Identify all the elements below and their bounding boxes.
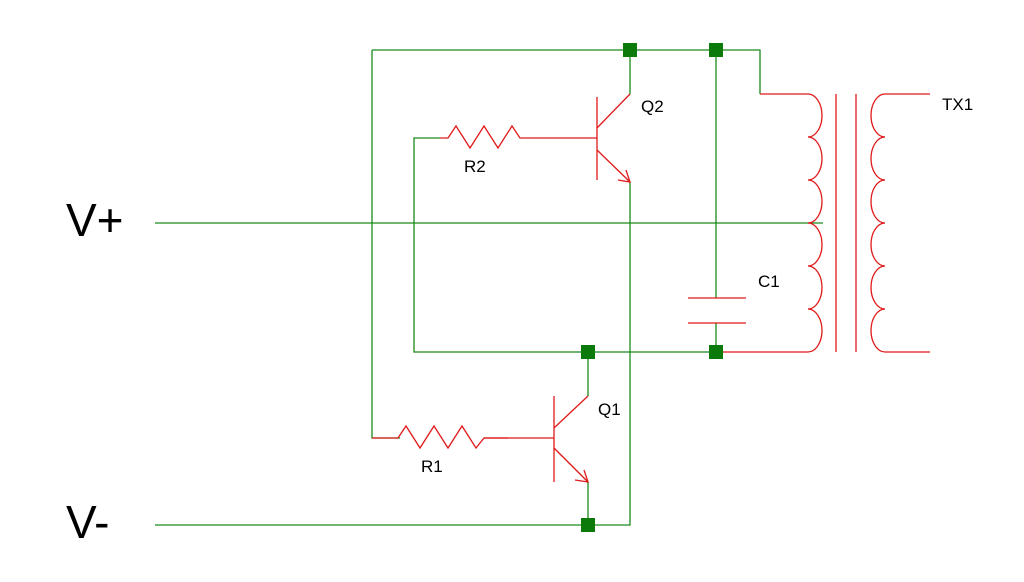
transistor-q1: [484, 395, 589, 483]
junctions: [581, 43, 723, 532]
resistor-r2: [440, 124, 545, 150]
junction-node: [581, 345, 595, 359]
v-minus-label: V-: [66, 496, 109, 548]
junction-node: [709, 345, 723, 359]
wire-top-rail: [372, 49, 761, 94]
r1-label: R1: [421, 457, 443, 476]
q2-label: Q2: [641, 97, 664, 116]
transistor-q2: [545, 93, 631, 183]
wire-q2-emitter: [588, 182, 631, 526]
transformer-tx1: [716, 93, 930, 353]
c1-label: C1: [758, 272, 780, 291]
r2-label: R2: [464, 157, 486, 176]
resistor-r1: [372, 424, 508, 450]
junction-node: [709, 43, 723, 57]
q1-label: Q1: [598, 400, 621, 419]
junction-node: [581, 518, 595, 532]
v-plus-label: V+: [66, 194, 124, 246]
junction-node: [623, 43, 637, 57]
wires: [155, 49, 823, 526]
wire-r2-loop: [413, 137, 588, 353]
wire-left-loop: [371, 50, 400, 439]
tx1-label: TX1: [942, 95, 973, 114]
capacitor-c1: [688, 297, 746, 324]
